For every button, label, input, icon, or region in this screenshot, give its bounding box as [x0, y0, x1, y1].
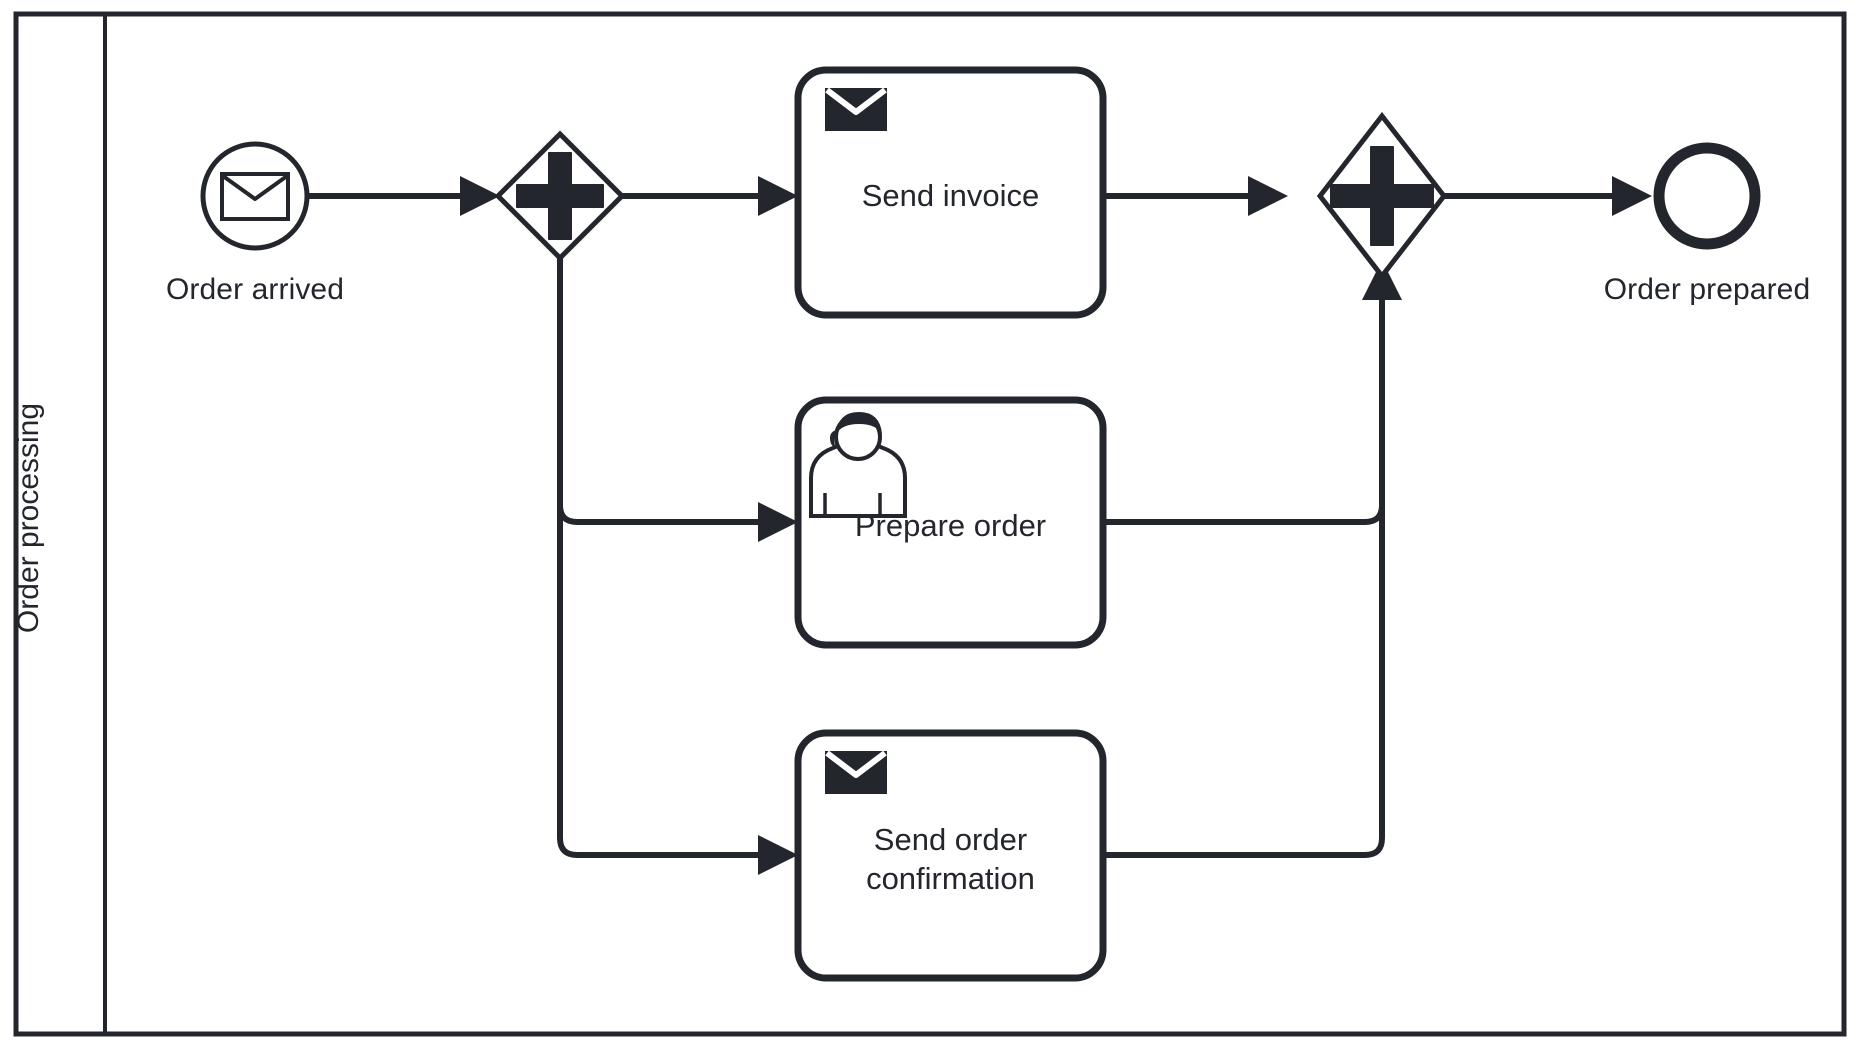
task-prepare-order[interactable]	[794, 396, 1107, 649]
flow-start-to-split	[295, 176, 500, 216]
flow-split-to-send-invoice	[620, 176, 798, 216]
task-box	[794, 66, 1107, 319]
pool-label: Order processing	[12, 402, 45, 634]
task-send-invoice-label: Send invoice	[861, 178, 1040, 213]
plus-icon	[516, 152, 604, 240]
parallel-gateway-split[interactable]	[494, 130, 626, 262]
task-box	[794, 729, 1107, 982]
parallel-gateway-join[interactable]	[1316, 111, 1448, 281]
end-event-label: Order prepared	[1603, 273, 1811, 306]
flow-split-to-send-order-confirmation	[557, 258, 798, 875]
envelope-filled-icon	[825, 750, 887, 794]
plus-icon	[1330, 146, 1434, 246]
task-send-invoice[interactable]	[794, 66, 1107, 319]
task-prepare-order-label: Prepare order	[854, 508, 1047, 543]
task-send-order-confirmation-label: Send order confirmation	[866, 822, 1035, 896]
flow-send-invoice-to-join	[1105, 176, 1288, 216]
pool-frame	[13, 11, 1847, 1037]
envelope-outline-icon	[220, 172, 290, 221]
start-event-label: Order arrived	[165, 273, 345, 306]
end-event-order-prepared[interactable]	[1653, 142, 1761, 250]
user-icon	[809, 412, 907, 518]
flow-join-to-end	[1444, 176, 1652, 216]
start-event-order-arrived[interactable]	[200, 141, 310, 251]
task-send-order-confirmation[interactable]	[794, 729, 1107, 982]
envelope-filled-icon	[825, 87, 887, 131]
end-event-circle	[1653, 142, 1761, 250]
